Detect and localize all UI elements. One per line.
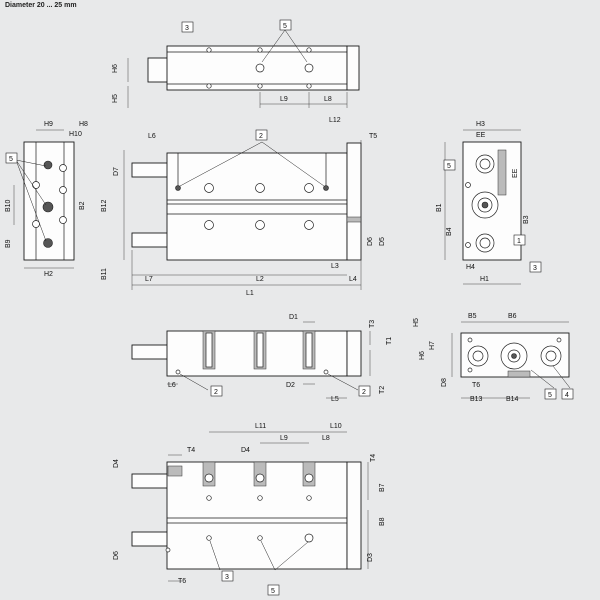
dim-D7: D7	[113, 167, 120, 176]
dim-L8: L8	[324, 96, 332, 103]
dim-B13: B13	[470, 396, 483, 403]
dim-H6: H6	[112, 64, 119, 73]
dim-T4: T4	[370, 454, 377, 462]
top-view	[127, 29, 360, 108]
callout-box	[513, 234, 526, 246]
dim-H10: H10	[69, 131, 82, 138]
dim-B9: B9	[5, 239, 12, 248]
dim-D1: D1	[289, 314, 298, 321]
callout-box	[529, 261, 542, 273]
dim-B7: B7	[379, 483, 386, 492]
dim-D6: D6	[113, 551, 120, 560]
callout-1: 1	[517, 238, 521, 245]
drawing-title: Diameter 20 ... 25 mm	[5, 2, 77, 9]
dim-H2: H2	[44, 271, 53, 278]
callout-5: 5	[271, 588, 275, 595]
dim-L10: L10	[330, 423, 342, 430]
callout-box	[255, 129, 268, 141]
dim-L6: L6	[148, 133, 156, 140]
dim-H7: H7	[429, 341, 436, 350]
dim-EE: EE	[476, 132, 486, 139]
dim-L12: L12	[329, 117, 341, 124]
dim-D8: D8	[441, 378, 448, 387]
dim-L9: L9	[280, 96, 288, 103]
dim-H9: H9	[44, 121, 53, 128]
dim-H5: H5	[413, 318, 420, 327]
callout-4: 4	[565, 392, 569, 399]
dim-B2: B2	[79, 201, 86, 210]
dim-D4: D4	[113, 459, 120, 468]
dim-H3: H3	[476, 121, 485, 128]
section-view	[131, 321, 371, 399]
callout-box	[5, 152, 18, 164]
callout-box	[544, 388, 557, 400]
dim-H8: H8	[79, 121, 88, 128]
dim-L8: L8	[322, 435, 330, 442]
dim-T6: T6	[472, 382, 480, 389]
dim-D6: D6	[367, 237, 374, 246]
dim-D3: D3	[367, 553, 374, 562]
dim-D5: D5	[379, 237, 386, 246]
callout-box	[181, 21, 194, 33]
dim-B14: B14	[506, 396, 519, 403]
callout-box	[210, 385, 223, 397]
dim-B5: B5	[468, 313, 477, 320]
callout-box	[267, 584, 280, 596]
bottom-view	[131, 431, 369, 582]
bottom-end-view	[451, 321, 571, 399]
dim-B3: B3	[523, 215, 530, 224]
dim-H6: H6	[419, 351, 426, 360]
dim-T4: T4	[187, 447, 195, 454]
dim-T1: T1	[386, 337, 393, 345]
dim-H4: H4	[466, 264, 475, 271]
dim-B10: B10	[5, 199, 12, 212]
callout-3: 3	[225, 574, 229, 581]
dim-B11: B11	[101, 268, 108, 280]
callout-2: 2	[362, 389, 366, 396]
dim-H5: H5	[112, 94, 119, 103]
front-view	[123, 140, 362, 290]
dim-L3: L3	[331, 263, 339, 270]
dim-L4: L4	[349, 276, 357, 283]
dim-B8: B8	[379, 517, 386, 526]
dim-B4: B4	[446, 227, 453, 236]
callout-5: 5	[9, 156, 13, 163]
dim-L5: L5	[331, 396, 339, 403]
dim-B6: B6	[508, 313, 517, 320]
right-end-view	[444, 129, 522, 285]
dim-L11: L11	[255, 423, 266, 430]
callout-5: 5	[447, 163, 451, 170]
dim-B12: B12	[101, 199, 108, 212]
dim-T3: T3	[369, 320, 376, 328]
callout-box	[279, 19, 292, 31]
dim-L7: L7	[145, 276, 153, 283]
dim-L2: L2	[256, 276, 264, 283]
callout-box	[561, 388, 574, 400]
dim-T2: T2	[379, 386, 386, 394]
dim-D2: D2	[286, 382, 295, 389]
callout-2: 2	[214, 389, 218, 396]
dim-EE: EE	[512, 168, 519, 178]
callout-5: 5	[548, 392, 552, 399]
callout-box	[443, 159, 456, 171]
dim-L9: L9	[280, 435, 288, 442]
dim-L1: L1	[246, 290, 254, 297]
callout-3: 3	[185, 25, 189, 32]
dim-T6: T6	[178, 578, 186, 585]
callout-2: 2	[259, 133, 263, 140]
callout-5: 5	[283, 23, 287, 30]
dim-D4: D4	[241, 447, 250, 454]
dim-H1: H1	[480, 276, 489, 283]
dim-L6: L6	[168, 382, 176, 389]
callout-box	[358, 385, 371, 397]
callout-3: 3	[533, 265, 537, 272]
callout-box	[221, 570, 234, 582]
dim-B1: B1	[436, 203, 443, 212]
left-end-view	[13, 129, 75, 269]
dim-T5: T5	[369, 133, 377, 140]
